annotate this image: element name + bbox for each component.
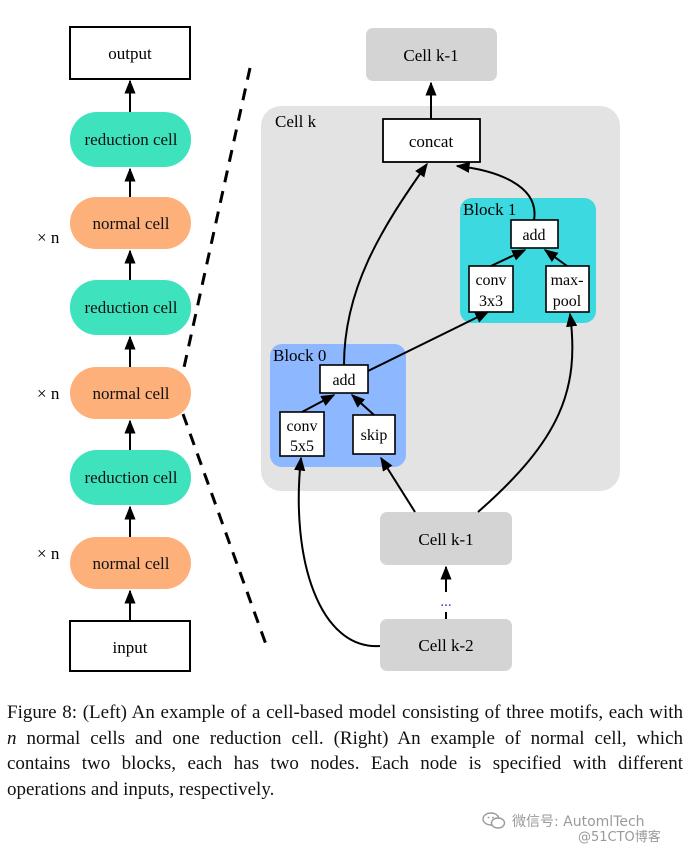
cell-k-minus-1-label: Cell k-1 bbox=[418, 530, 473, 549]
block-1: Block 1 add conv 3x3 max- pool bbox=[460, 198, 596, 323]
normal-cell-label: normal cell bbox=[93, 214, 170, 233]
reduction-cell-label: reduction cell bbox=[85, 130, 178, 149]
ellipsis-label: ... bbox=[440, 594, 451, 610]
add-label: add bbox=[522, 227, 545, 244]
output-cell-k-minus-1: Cell k-1 bbox=[366, 28, 497, 81]
reduction-cell-2: reduction cell bbox=[70, 280, 191, 335]
input-label: input bbox=[113, 638, 148, 657]
cell-diagram: output reduction cell normal cell reduct… bbox=[37, 26, 620, 672]
concat-label: concat bbox=[409, 132, 454, 151]
add-label: add bbox=[332, 372, 355, 389]
caption-part-1: Figure 8: (Left) An example of a cell-ba… bbox=[7, 702, 683, 723]
add-node-block-1: add bbox=[510, 219, 559, 249]
wechat-icon bbox=[482, 812, 506, 829]
block-0-label: Block 0 bbox=[273, 346, 326, 365]
cell-k-minus-1-label: Cell k-1 bbox=[403, 46, 458, 65]
watermark-line-2: @51CTO博客 bbox=[578, 830, 661, 845]
cell-k-minus-2-label: Cell k-2 bbox=[418, 636, 473, 655]
cell-k-label: Cell k bbox=[275, 112, 317, 131]
maxpool-node: max- pool bbox=[545, 265, 590, 313]
dashed-guides bbox=[181, 67, 270, 651]
right-cell: Cell k-1 Cell k concat Block 1 add conv … bbox=[261, 28, 620, 671]
normal-cell-1: normal cell bbox=[70, 537, 191, 589]
reduction-cell-1: reduction cell bbox=[70, 450, 191, 505]
skip-label: skip bbox=[361, 427, 388, 444]
normal-cell-label: normal cell bbox=[93, 554, 170, 573]
conv3x3-node: conv 3x3 bbox=[468, 265, 514, 313]
output-label: output bbox=[108, 44, 152, 63]
conv5x5-node: conv 5x5 bbox=[279, 411, 325, 457]
input-cell-k-minus-1: Cell k-1 bbox=[380, 512, 512, 565]
caption-part-2: normal cells and one reduction cell. (Ri… bbox=[7, 727, 683, 800]
reduction-cell-label: reduction cell bbox=[85, 468, 178, 487]
normal-cell-3: normal cell bbox=[70, 197, 191, 249]
block-0: Block 0 add conv 5x5 skip bbox=[270, 344, 406, 467]
conv3x3-line2: 3x3 bbox=[479, 293, 503, 310]
figure-caption: Figure 8: (Left) An example of a cell-ba… bbox=[7, 700, 683, 802]
conv3x3-line1: conv bbox=[475, 272, 506, 289]
input-node: input bbox=[69, 620, 191, 672]
right-edges bbox=[294, 81, 578, 648]
output-node: output bbox=[69, 26, 191, 80]
block-1-label: Block 1 bbox=[463, 200, 516, 219]
maxpool-line1: max- bbox=[551, 272, 584, 289]
normal-cell-2: normal cell bbox=[70, 367, 191, 419]
concat-node: concat bbox=[382, 118, 481, 163]
watermark: 微信号: AutomlTech @51CTO博客 bbox=[482, 808, 682, 848]
input-cell-k-minus-2: Cell k-2 bbox=[380, 619, 512, 671]
skip-node: skip bbox=[352, 414, 396, 455]
conv5x5-line1: conv bbox=[286, 418, 317, 435]
repeat-label: × n bbox=[37, 544, 60, 563]
watermark-line-1: 微信号: AutomlTech bbox=[512, 814, 645, 830]
normal-cell-label: normal cell bbox=[93, 384, 170, 403]
reduction-cell-3: reduction cell bbox=[70, 112, 191, 167]
conv5x5-line2: 5x5 bbox=[290, 438, 314, 455]
caption-n: n bbox=[7, 727, 17, 749]
repeat-label: × n bbox=[37, 228, 60, 247]
reduction-cell-label: reduction cell bbox=[85, 298, 178, 317]
add-node-block-0: add bbox=[319, 364, 369, 394]
repeat-label: × n bbox=[37, 384, 60, 403]
maxpool-line2: pool bbox=[553, 293, 582, 310]
left-model: output reduction cell normal cell reduct… bbox=[37, 26, 191, 672]
